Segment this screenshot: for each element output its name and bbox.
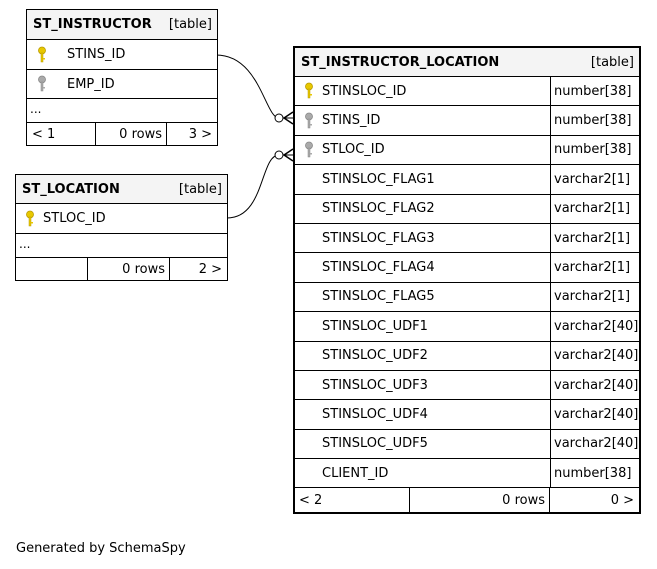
table-kind: [table] — [178, 181, 222, 197]
column-type: varchar2[40] — [550, 370, 639, 400]
foreign-key-icon — [305, 141, 313, 158]
table-st-instructor-location[interactable]: ST_INSTRUCTOR_LOCATION [table] STINSLOC_… — [293, 46, 641, 515]
table-footer: < 1 0 rows 3 > — [27, 123, 217, 145]
column-name: STINSLOC_FLAG1 — [322, 171, 435, 187]
column-name: STINSLOC_UDF5 — [322, 436, 428, 452]
column-name: STINS_ID — [322, 113, 381, 129]
parents-count — [16, 258, 88, 280]
link-stins-id-crowfoot — [282, 111, 294, 125]
column-row[interactable]: STINSLOC_FLAG1 varchar2[1] — [295, 165, 639, 195]
column-name: STINSLOC_UDF3 — [322, 377, 428, 393]
link-stloc-id-optional-marker — [274, 150, 284, 160]
column-type: varchar2[40] — [550, 312, 639, 341]
column-row[interactable]: STINSLOC_ID number[38] — [295, 77, 639, 107]
table-st-location[interactable]: ST_LOCATION [table] STLOC_ID ... 0 rows … — [15, 174, 228, 281]
column-type: varchar2[1] — [550, 194, 639, 223]
column-type: varchar2[1] — [550, 165, 639, 194]
link-stins-id-optional-marker — [274, 113, 284, 123]
table-st-instructor[interactable]: ST_INSTRUCTOR [table] STINS_ID EMP_ID ..… — [26, 9, 218, 146]
column-row[interactable]: STLOC_ID — [16, 204, 227, 234]
column-type: number[38] — [550, 135, 639, 165]
column-row[interactable]: STINSLOC_UDF4 varchar2[40] — [295, 400, 639, 430]
column-row[interactable]: EMP_ID — [27, 70, 217, 99]
column-name: STINSLOC_FLAG4 — [322, 260, 435, 276]
table-kind: [table] — [168, 17, 212, 32]
column-row[interactable]: STINSLOC_FLAG4 varchar2[1] — [295, 253, 639, 283]
table-name: ST_INSTRUCTOR_LOCATION — [301, 54, 500, 70]
table-header: ST_INSTRUCTOR [table] — [27, 10, 217, 40]
column-row[interactable]: STINS_ID — [27, 40, 217, 70]
foreign-key-icon — [305, 112, 313, 128]
column-type: varchar2[1] — [550, 253, 639, 282]
column-type: varchar2[1] — [550, 282, 639, 312]
column-name: STLOC_ID — [43, 211, 106, 226]
column-row[interactable]: CLIENT_ID number[38] — [295, 459, 639, 489]
column-row[interactable]: STLOC_ID number[38] — [295, 135, 639, 166]
primary-key-icon — [38, 46, 46, 62]
column-name: CLIENT_ID — [322, 465, 389, 481]
table-name: ST_LOCATION — [22, 181, 120, 197]
column-name: STINSLOC_UDF1 — [322, 318, 428, 334]
column-type: varchar2[40] — [550, 400, 639, 429]
link-stloc-id-crowfoot — [282, 148, 294, 162]
row-count: 0 rows — [96, 123, 167, 145]
column-name: STINSLOC_UDF2 — [322, 348, 428, 364]
row-count: 0 rows — [88, 258, 170, 280]
generated-by-credit: Generated by SchemaSpy — [16, 541, 186, 556]
children-count: 2 > — [198, 261, 222, 277]
column-type: number[38] — [550, 459, 639, 488]
table-header: ST_LOCATION [table] — [16, 175, 227, 204]
primary-key-icon — [26, 210, 34, 226]
column-name: STINSLOC_FLAG3 — [322, 230, 435, 246]
column-name: STINSLOC_UDF4 — [322, 406, 428, 422]
column-row[interactable]: STINSLOC_FLAG3 varchar2[1] — [295, 223, 639, 254]
column-name: STINS_ID — [67, 47, 126, 62]
parents-count: < 2 — [295, 488, 410, 513]
column-name: STINSLOC_FLAG5 — [322, 289, 435, 305]
column-row[interactable]: STINSLOC_FLAG5 varchar2[1] — [295, 282, 639, 313]
column-row[interactable]: STINSLOC_UDF2 varchar2[40] — [295, 341, 639, 371]
more-columns-indicator: ... — [16, 234, 227, 258]
row-count: 0 rows — [410, 488, 550, 513]
table-kind: [table] — [590, 54, 634, 70]
column-type: varchar2[40] — [550, 341, 639, 370]
column-name: STINSLOC_FLAG2 — [322, 201, 435, 217]
column-row[interactable]: STINSLOC_UDF5 varchar2[40] — [295, 429, 639, 460]
table-name: ST_INSTRUCTOR — [33, 17, 152, 32]
children-count: 3 > — [188, 126, 212, 142]
foreign-key-icon — [38, 75, 46, 92]
column-name: STINSLOC_ID — [322, 83, 407, 99]
parents-count: < 1 — [27, 123, 96, 145]
column-type: varchar2[40] — [550, 429, 639, 459]
children-count: 0 > — [610, 492, 634, 508]
column-row[interactable]: STINSLOC_FLAG2 varchar2[1] — [295, 194, 639, 224]
column-type: varchar2[1] — [550, 223, 639, 253]
link-stloc-id — [226, 154, 293, 219]
table-footer: < 2 0 rows 0 > — [295, 488, 639, 513]
column-row[interactable]: STINSLOC_UDF1 varchar2[40] — [295, 312, 639, 342]
link-stins-id — [215, 54, 293, 119]
column-type: number[38] — [550, 77, 639, 106]
column-name: EMP_ID — [67, 76, 115, 92]
table-footer: 0 rows 2 > — [16, 258, 227, 280]
table-header: ST_INSTRUCTOR_LOCATION [table] — [295, 48, 639, 77]
more-columns-indicator: ... — [27, 99, 217, 123]
column-row[interactable]: STINS_ID number[38] — [295, 106, 639, 136]
column-name: STLOC_ID — [322, 142, 385, 158]
column-row[interactable]: STINSLOC_UDF3 varchar2[40] — [295, 370, 639, 401]
primary-key-icon — [305, 82, 313, 99]
column-type: number[38] — [550, 106, 639, 135]
